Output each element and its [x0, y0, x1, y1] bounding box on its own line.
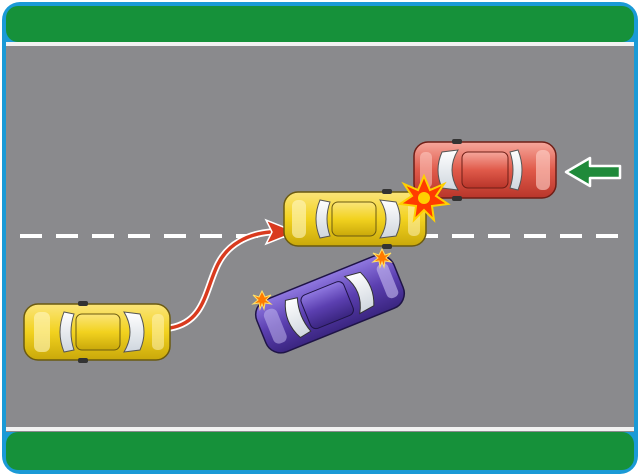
- collision-burst-icon: [397, 173, 451, 223]
- scrape-spark-icon: [371, 247, 393, 269]
- road-edge-bottom: [6, 427, 634, 431]
- top-verge: [6, 6, 634, 42]
- overtaking-car-end: [283, 189, 427, 249]
- overtaken-car: [254, 254, 406, 354]
- overtake-path-line: [168, 230, 272, 330]
- overtake-arrowhead: [264, 218, 299, 246]
- road-edge-top: [6, 42, 634, 46]
- bottom-verge: [6, 432, 634, 470]
- overtaking-car-start: [23, 301, 171, 363]
- oncoming-car: [413, 139, 557, 201]
- scrape-spark-icon: [251, 289, 273, 311]
- oncoming-arrow-icon: [564, 156, 622, 188]
